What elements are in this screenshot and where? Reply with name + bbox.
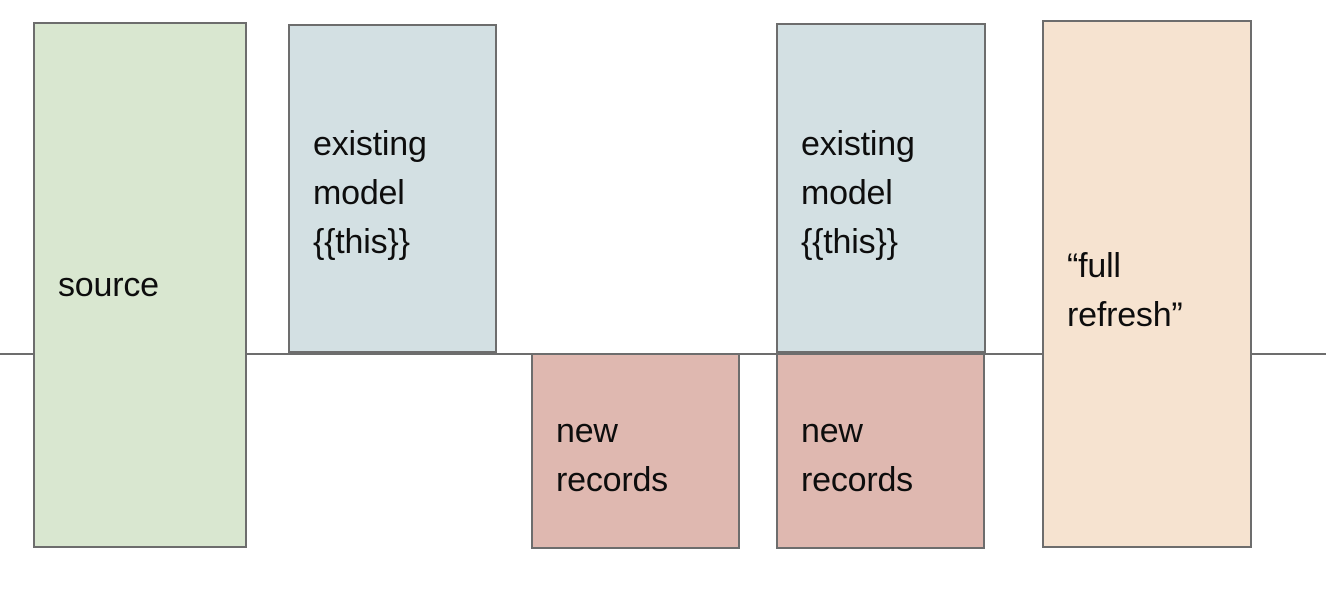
block-full-refresh[interactable]: “full refresh” [1042, 20, 1252, 548]
block-label-full-refresh: “full refresh” [1067, 247, 1183, 334]
block-existing-model-1[interactable]: existing model {{this}} [288, 24, 497, 353]
block-label-existing-model-2: existing model {{this}} [801, 125, 915, 261]
block-label-existing-model-1: existing model {{this}} [313, 125, 427, 261]
block-existing-model-2[interactable]: existing model {{this}} [776, 23, 986, 353]
block-label-new-records-1: new records [556, 412, 668, 499]
block-new-records-1[interactable]: new records [531, 353, 740, 549]
block-new-records-2[interactable]: new records [776, 353, 985, 549]
block-label-source: source [58, 265, 159, 304]
block-source[interactable]: source [33, 22, 247, 548]
block-label-new-records-2: new records [801, 412, 913, 499]
